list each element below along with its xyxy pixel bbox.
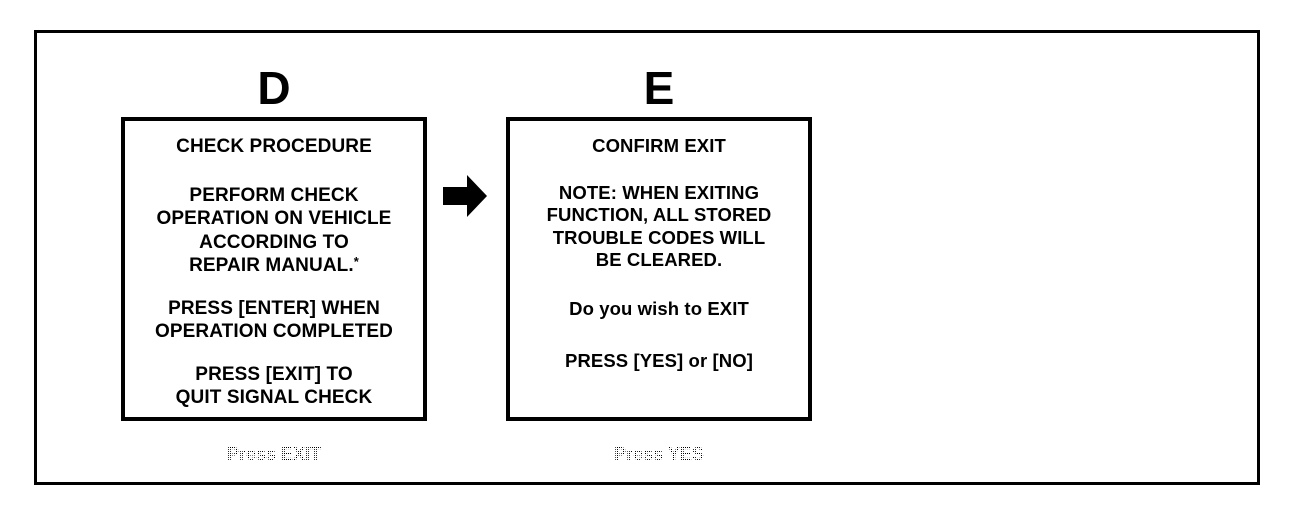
panel-e-caption: Press YES [506, 441, 812, 469]
panel-e-block-question: Do you wish to EXIT [518, 298, 800, 321]
panel-d: D CHECK PROCEDURE PERFORM CHECK OPERATIO… [121, 33, 427, 469]
panel-e-caption-text: Press YES [614, 444, 704, 464]
dot-matrix-caption-d: Press EXIT [227, 444, 321, 464]
screen-line: OPERATION ON VEHICLE [156, 208, 392, 230]
figure-outer-frame: D CHECK PROCEDURE PERFORM CHECK OPERATIO… [34, 30, 1260, 485]
screen-line: TROUBLE CODES WILL [552, 226, 766, 248]
panel-e-screen-title: CONFIRM EXIT [592, 135, 726, 156]
panel-d-block-exit-prompt: PRESS [EXIT] TO QUIT SIGNAL CHECK [133, 363, 415, 409]
flow-arrow [441, 172, 489, 220]
screen-line: PRESS [ENTER] WHEN [168, 297, 380, 319]
screen-line: PERFORM CHECK [189, 185, 359, 207]
screen-line: OPERATION COMPLETED [155, 321, 393, 343]
panel-d-screen: CHECK PROCEDURE PERFORM CHECK OPERATION … [121, 117, 427, 421]
panel-d-letter: D [257, 62, 291, 114]
screen-line: ACCORDING TO [199, 231, 349, 253]
spacer [133, 158, 415, 184]
screen-line: PRESS [EXIT] TO [195, 364, 353, 386]
spacer [518, 158, 800, 182]
screen-line: FUNCTION, ALL STORED [546, 204, 772, 226]
spacer [133, 277, 415, 297]
footnote-marker: * [353, 253, 359, 269]
spacer [518, 320, 800, 350]
right-arrow-icon [443, 175, 487, 217]
screen-line: QUIT SIGNAL CHECK [175, 387, 373, 409]
screen-line-with-footnote: REPAIR MANUAL.* [133, 254, 415, 277]
screen-line: PRESS [YES] or [NO] [565, 350, 753, 372]
panel-e: E CONFIRM EXIT NOTE: WHEN EXITING FUNCTI… [506, 33, 812, 469]
screen-line-text: REPAIR MANUAL. [189, 254, 354, 276]
panel-d-block-instruction: PERFORM CHECK OPERATION ON VEHICLE ACCOR… [133, 184, 415, 277]
panel-e-letter: E [643, 62, 675, 114]
panel-d-caption: Press EXIT [121, 441, 427, 469]
panel-e-screen: CONFIRM EXIT NOTE: WHEN EXITING FUNCTION… [506, 117, 812, 421]
panel-d-block-enter-prompt: PRESS [ENTER] WHEN OPERATION COMPLETED [133, 297, 415, 343]
screen-line: NOTE: WHEN EXITING [558, 181, 760, 203]
panel-d-screen-title: CHECK PROCEDURE [176, 136, 372, 157]
spacer [133, 343, 415, 363]
spacer [518, 272, 800, 298]
panel-e-block-note: NOTE: WHEN EXITING FUNCTION, ALL STORED … [518, 182, 800, 272]
screen-line: BE CLEARED. [595, 249, 723, 271]
screen-line: Do you wish to EXIT [569, 297, 749, 319]
dot-matrix-caption-e: Press YES [614, 444, 704, 464]
panel-e-block-answer-prompt: PRESS [YES] or [NO] [518, 350, 800, 373]
panel-d-caption-text: Press EXIT [227, 444, 321, 464]
